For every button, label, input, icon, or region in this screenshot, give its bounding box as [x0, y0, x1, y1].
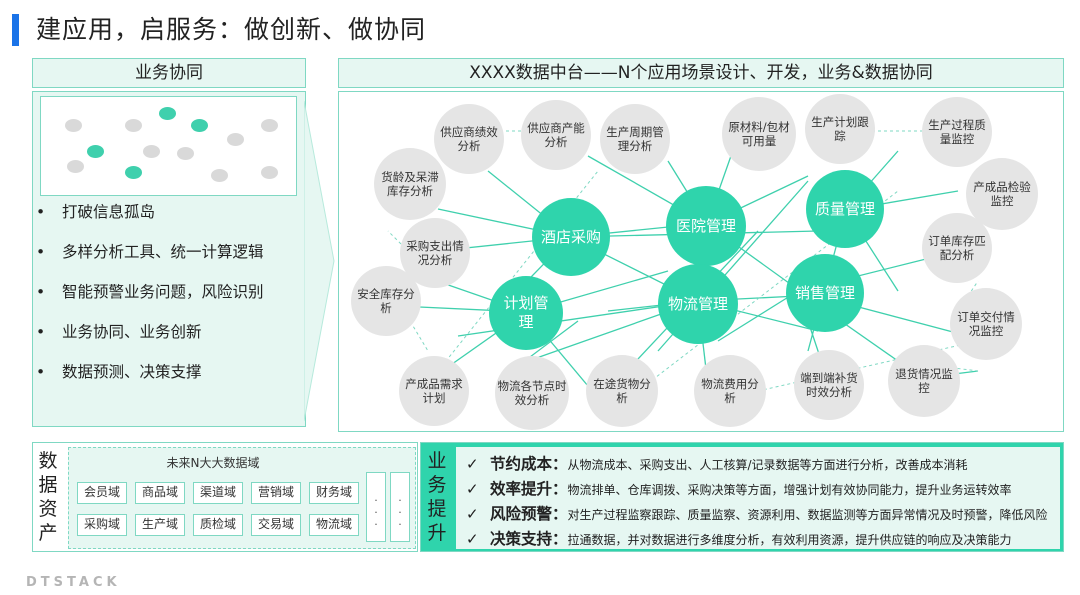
page-title: 建应用，启服务：做创新、做协同 [36, 15, 427, 44]
domain-chip: 采购域 [77, 514, 127, 536]
domain-box-title: 未来N大大数据域 [166, 456, 260, 470]
scenario-node: 供应商产能分析 [521, 100, 591, 170]
domain-chip: 质检域 [193, 514, 243, 536]
hub-node: 质量管理 [806, 170, 884, 248]
title-accent-bar [12, 14, 19, 46]
more-domains-chip: · · · [390, 472, 410, 542]
scenario-node: 订单库存匹配分析 [922, 213, 992, 283]
business-improvement-label: 业务提升 [427, 450, 447, 544]
dot [227, 133, 244, 146]
scenario-node: 生产过程质量监控 [922, 97, 992, 167]
scenario-node: 生产周期管理分析 [600, 104, 670, 174]
domain-chip: 营销域 [251, 482, 301, 504]
dot [67, 160, 84, 173]
benefit-item: ✓节约成本：从物流成本、采购支出、人工核算/记录数据等方面进行分析，改善成本消耗 [466, 455, 968, 473]
domain-chip: 交易域 [251, 514, 301, 536]
bullet-item: •业务协同、业务创新 [36, 323, 202, 341]
bullet-item: •打破信息孤岛 [36, 203, 156, 221]
domain-chip: 会员域 [77, 482, 127, 504]
scattered-dots-illustration [40, 96, 297, 196]
scenario-node: 物流费用分析 [694, 355, 766, 427]
domain-chip: 商品域 [135, 482, 185, 504]
hub-node: 酒店采购 [532, 198, 610, 276]
scenario-node: 产成品需求计划 [399, 356, 469, 426]
hub-node: 物流管理 [658, 264, 738, 344]
domain-chip: 物流域 [309, 514, 359, 536]
bullet-item: •智能预警业务问题，风险识别 [36, 283, 264, 301]
domain-chip: 财务域 [309, 482, 359, 504]
scenario-node: 订单交付情况监控 [950, 288, 1022, 360]
scenario-node: 端到端补货时效分析 [794, 350, 864, 420]
hub-node: 销售管理 [786, 254, 864, 332]
scenario-node: 生产计划跟踪 [805, 94, 875, 164]
scenario-node: 供应商绩效分析 [434, 104, 504, 174]
arrow-connector [304, 100, 335, 422]
dot-highlighted [87, 145, 104, 158]
dot [211, 169, 228, 182]
benefit-item: ✓风险预警：对生产过程监察跟踪、质量监察、资源利用、数据监测等方面异常情况及时预… [466, 505, 1048, 523]
domain-chip: 生产域 [135, 514, 185, 536]
bullet-item: •多样分析工具、统一计算逻辑 [36, 243, 264, 261]
dot [143, 145, 160, 158]
dot-highlighted [191, 119, 208, 132]
scenario-node: 安全库存分析 [351, 266, 421, 336]
scenario-node: 货龄及呆滞库存分析 [374, 148, 446, 220]
benefit-list [456, 447, 1060, 549]
domain-chip: 渠道域 [193, 482, 243, 504]
left-panel-header: 业务协同 [32, 58, 306, 88]
benefit-item: ✓效率提升：物流排单、仓库调拨、采购决策等方面，增强计划有效协同能力，提升业务运… [466, 480, 1012, 498]
dot [261, 166, 278, 179]
hub-node: 医院管理 [666, 186, 746, 266]
more-domains-chip: · · · [366, 472, 386, 542]
bullet-item: •数据预测、决策支撑 [36, 363, 202, 381]
right-panel-header: XXXX数据中台——N个应用场景设计、开发，业务&数据协同 [338, 58, 1064, 88]
dot [177, 147, 194, 160]
scenario-node: 退货情况监控 [888, 345, 960, 417]
scenario-node: 原材料/包材可用量 [722, 97, 796, 171]
dot-highlighted [125, 166, 142, 179]
dot [261, 119, 278, 132]
dot-highlighted [159, 107, 176, 120]
scenario-node: 在途货物分析 [586, 355, 658, 427]
hub-node: 计划管理 [489, 276, 563, 350]
dot [65, 119, 82, 132]
dot [125, 119, 142, 132]
data-assets-label: 数据资产 [38, 450, 58, 544]
brand-footer: DTSTACK [26, 575, 121, 590]
scenario-node: 产成品检验监控 [966, 158, 1038, 230]
benefit-item: ✓决策支持：拉通数据，并对数据进行多维度分析，有效利用资源，提升供应链的响应及决… [466, 530, 1012, 548]
scenario-node: 物流各节点时效分析 [495, 356, 569, 430]
